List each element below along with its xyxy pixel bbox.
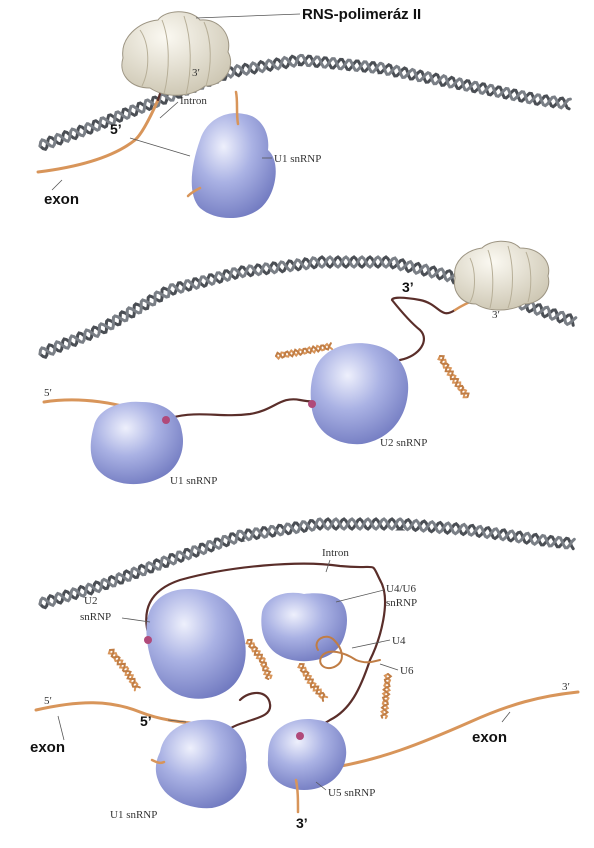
label-intron: Intron <box>180 95 207 107</box>
u4-snrna-loop <box>315 635 381 670</box>
label-three-prime-small: 3′ <box>562 681 570 693</box>
leader-exon-right <box>501 711 511 723</box>
label-five-prime: 5’ <box>110 121 122 137</box>
splice-junction-marker <box>144 636 152 644</box>
label-u6: U6 <box>400 665 414 677</box>
u1-snrna <box>234 90 240 126</box>
panel-2: 3’ 3′ 5′ U2 snRNP U1 snRNP <box>38 240 578 487</box>
rna-polymerase-icon <box>453 240 550 311</box>
leader-u4 <box>351 639 391 649</box>
u5-snrna-tail <box>294 778 300 814</box>
label-u5-snrnp: U5 snRNP <box>328 787 375 799</box>
label-five-prime-small: 5′ <box>44 695 52 707</box>
panel-3: Intron U2 snRNP U4/U6 snRNP U4 U6 5′ 3′ … <box>30 517 580 831</box>
dna-strand-b <box>38 517 576 608</box>
label-u4: U4 <box>392 635 406 647</box>
dna-helix-panel-1 <box>38 53 572 152</box>
label-u1-snrnp: U1 snRNP <box>110 809 157 821</box>
twisted-snrna-icon <box>107 638 393 720</box>
snrna-strand <box>275 342 332 359</box>
leader-intron <box>325 559 331 573</box>
dna-strand-b <box>38 53 572 149</box>
snrna-strand <box>380 673 393 719</box>
label-three-prime-small: 3′ <box>492 309 500 321</box>
leader-u4u6 <box>335 589 385 603</box>
leader-u5 <box>315 781 327 791</box>
snrnp-blob-icon <box>261 592 347 662</box>
splice-junction-marker <box>308 400 316 408</box>
snrnp-blob-icon <box>310 343 409 445</box>
snrnp-blob-icon <box>90 401 184 485</box>
twisted-snrna-icon <box>275 342 470 399</box>
snrnp-blob-icon <box>155 719 247 809</box>
label-rns-polimeraz: RNS-polimeráz II <box>302 6 421 23</box>
snrna-strand <box>109 648 141 689</box>
label-u1-snrnp: U1 snRNP <box>170 475 217 487</box>
leader-intron <box>159 101 179 119</box>
label-exon: exon <box>44 191 79 208</box>
panel-1: RNS-polimeráz II 3′ Intron 5’ U1 snRNP e… <box>36 6 572 219</box>
label-three-prime: 3′ <box>192 67 200 79</box>
label-u1-snrnp: U1 snRNP <box>274 153 321 165</box>
label-u2-line1: U2 <box>84 595 97 607</box>
label-u4u6-line1: U4/U6 <box>386 583 416 595</box>
label-five-prime: 5′ <box>44 387 52 399</box>
label-three-prime-big: 3’ <box>402 279 414 295</box>
label-u4u6-line2: snRNP <box>386 597 417 609</box>
leader-five-prime <box>129 137 191 157</box>
intron-loop <box>145 562 387 742</box>
label-exon-left: exon <box>30 739 65 756</box>
splice-junction-marker <box>162 416 170 424</box>
snrnp-blob-icon <box>146 589 246 699</box>
label-intron: Intron <box>322 547 349 559</box>
dna-helix-panel-3 <box>38 517 576 610</box>
exon-rna <box>36 98 160 174</box>
leader-u6 <box>379 663 399 671</box>
snrna-strand <box>299 663 326 702</box>
leader-polymerase <box>195 13 301 19</box>
splice-junction-marker <box>296 732 304 740</box>
label-exon-right: exon <box>472 729 507 746</box>
u1-snrna-tail <box>150 758 166 765</box>
snrna-strand <box>439 355 470 398</box>
snrnp-blob-icon <box>267 718 347 790</box>
label-u2-line2: snRNP <box>80 611 111 623</box>
leader-exon-left <box>57 715 65 741</box>
snrnp-blob-icon <box>191 113 276 219</box>
leader-exon <box>51 179 63 191</box>
exon-right <box>328 690 580 770</box>
label-u2-snrnp: U2 snRNP <box>380 437 427 449</box>
snrna-strand <box>107 649 139 692</box>
leader-u2 <box>121 617 151 623</box>
rna-polymerase-icon <box>121 11 232 96</box>
snrna-strand <box>247 638 272 680</box>
label-five-prime-big: 5’ <box>140 713 152 729</box>
label-three-prime-big: 3’ <box>296 815 308 831</box>
u1-snrna-tail <box>186 186 202 198</box>
snrna-strand <box>437 355 468 399</box>
leader-five-prime <box>167 719 187 723</box>
